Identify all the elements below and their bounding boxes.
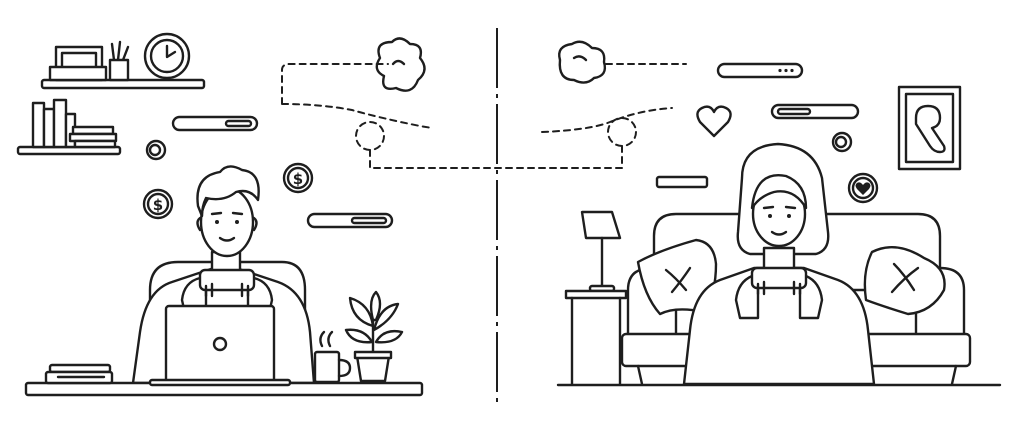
woman-playing-phone: [682, 142, 876, 386]
phone: [750, 266, 808, 290]
dollar-coin-icon: $: [142, 188, 174, 220]
dollar-coin-icon: $: [282, 162, 314, 194]
text-line-icon: [655, 175, 709, 189]
small-coin-icon: [831, 131, 853, 153]
dashed-path-left: [281, 63, 433, 129]
stacked-books: [44, 363, 114, 385]
book-shelf: [16, 98, 122, 156]
cushion-right: [863, 246, 946, 316]
dashed-circle-right: [607, 117, 637, 147]
laptop: [148, 304, 292, 387]
cloud-doodle-icon: [558, 40, 607, 84]
loading-bar-icon: [770, 103, 860, 120]
small-coin-icon: [145, 139, 167, 161]
loading-bar-icon: [306, 212, 394, 229]
cloud-doodle-icon: [375, 37, 426, 92]
top-shelf: [40, 32, 206, 90]
side-table-lamp: [564, 210, 628, 386]
heart-icon: [696, 105, 732, 138]
potted-plant: [344, 290, 404, 383]
phone: [198, 268, 256, 292]
dollar-symbol: $: [153, 196, 163, 214]
dashed-circle-left: [355, 121, 385, 151]
heart-coin-icon: [847, 172, 879, 204]
menu-bar-icon: [716, 62, 804, 79]
pencil-cup: [108, 40, 130, 82]
coffee-mug: [313, 330, 352, 384]
picture-frame: [48, 45, 108, 82]
dashed-path-right: [541, 63, 687, 133]
wall-picture-frame: [897, 85, 962, 171]
clock-icon: [143, 32, 191, 80]
dollar-symbol: $: [293, 170, 303, 188]
loading-bar-icon: [171, 115, 259, 132]
